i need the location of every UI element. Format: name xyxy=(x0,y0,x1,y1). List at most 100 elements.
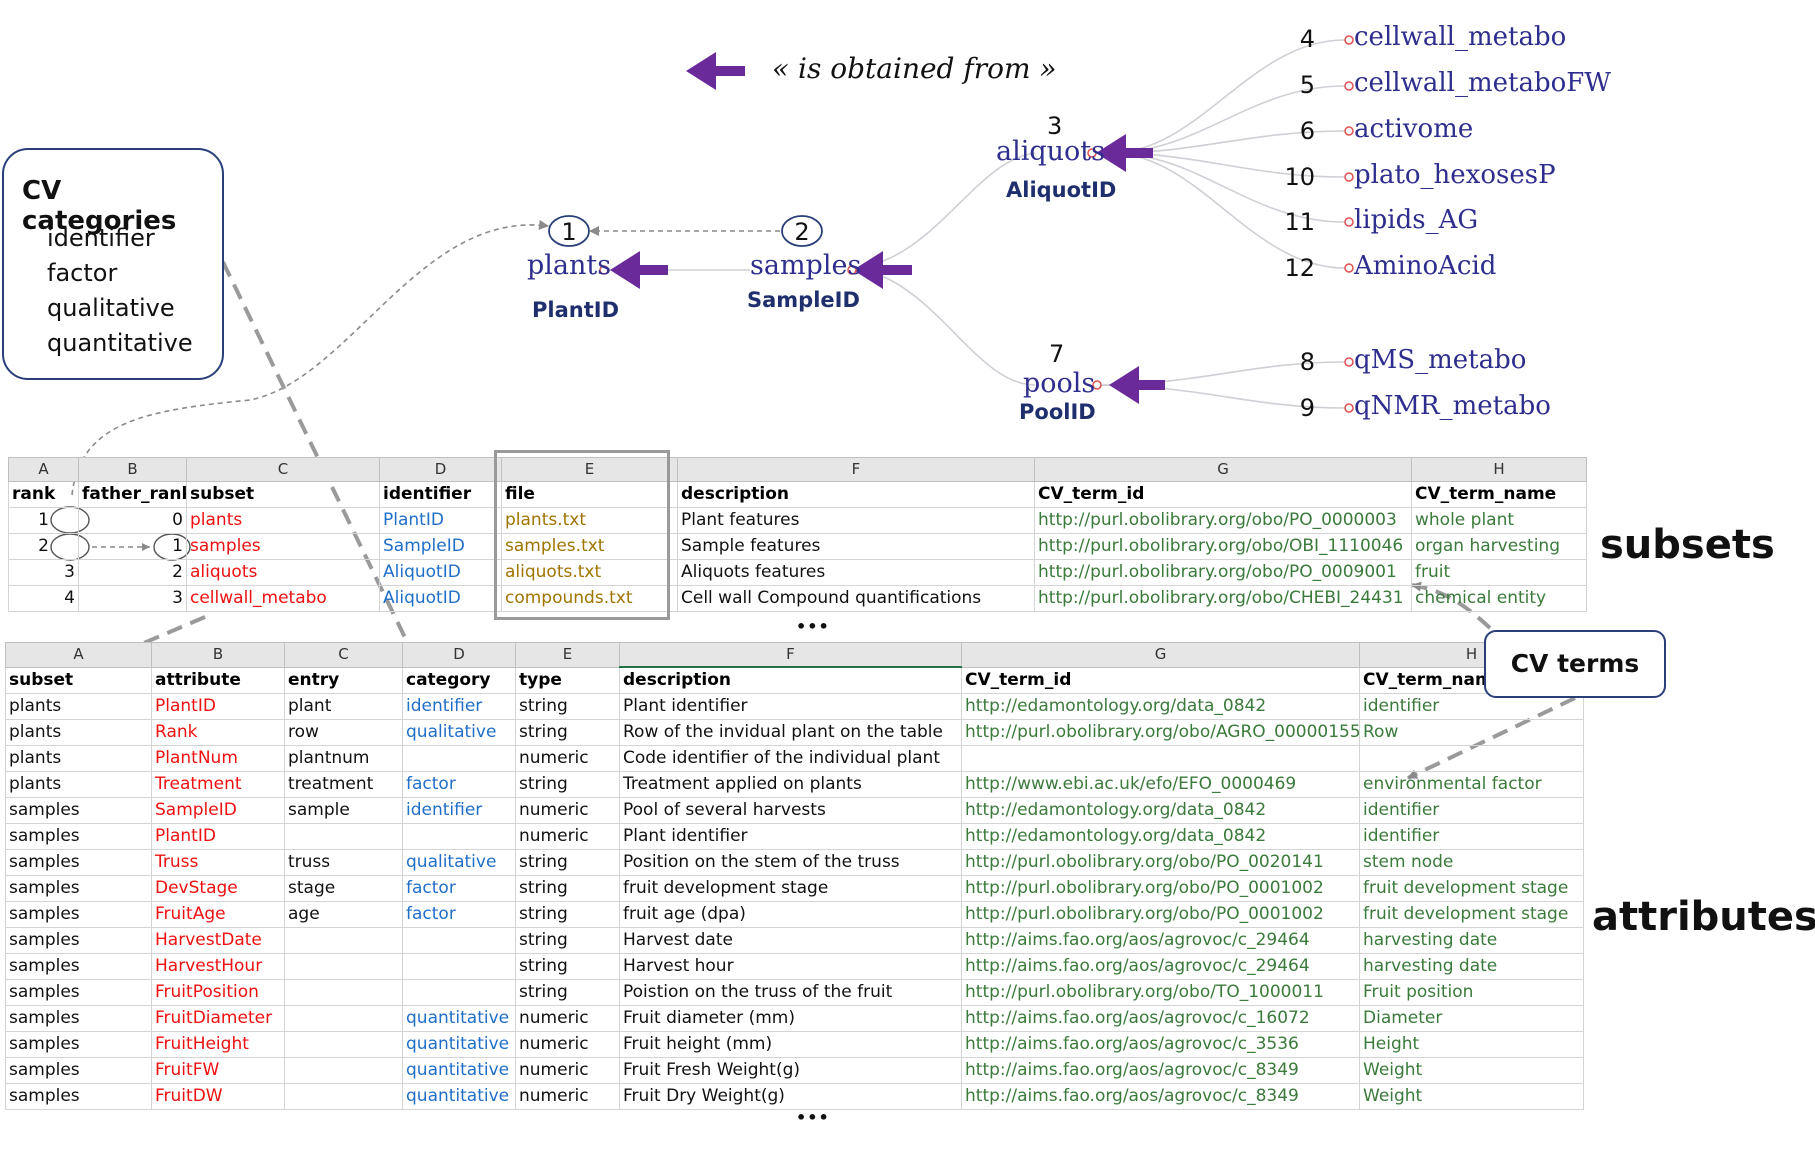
cell[interactable]: treatment xyxy=(284,771,403,798)
cell[interactable]: http://aims.fao.org/aos/agrovoc/c_3536 xyxy=(961,1031,1360,1058)
cell[interactable]: stage xyxy=(284,875,403,902)
cell[interactable]: FruitDiameter xyxy=(151,1005,285,1032)
cell[interactable] xyxy=(284,1031,403,1058)
col-letter[interactable]: H xyxy=(1411,457,1587,482)
cell[interactable]: Sample features xyxy=(677,533,1035,560)
cell[interactable]: AliquotID xyxy=(379,585,502,612)
cell[interactable]: numeric xyxy=(515,1083,620,1110)
cell[interactable]: samples xyxy=(5,901,152,928)
cell[interactable]: Harvest hour xyxy=(619,953,962,980)
cell[interactable]: samples xyxy=(5,1005,152,1032)
cell[interactable] xyxy=(284,953,403,980)
col-letter[interactable]: A xyxy=(5,642,152,668)
header-cell[interactable]: category xyxy=(402,666,516,694)
cell[interactable]: Diameter xyxy=(1359,1005,1584,1032)
cell[interactable]: compounds.txt xyxy=(501,585,678,612)
cell[interactable]: Fruit Fresh Weight(g) xyxy=(619,1057,962,1084)
cell[interactable]: samples xyxy=(5,1031,152,1058)
cell[interactable]: Rank xyxy=(151,719,285,746)
header-cell[interactable]: entry xyxy=(284,666,403,694)
cell[interactable]: sample xyxy=(284,797,403,824)
cell[interactable]: PlantID xyxy=(151,823,285,850)
cell[interactable]: Plant identifier xyxy=(619,823,962,850)
cell[interactable]: Height xyxy=(1359,1031,1584,1058)
cell[interactable]: truss xyxy=(284,849,403,876)
cell[interactable]: whole plant xyxy=(1411,507,1587,534)
cell[interactable]: qualitative xyxy=(402,719,516,746)
cell[interactable]: Treatment xyxy=(151,771,285,798)
cell[interactable]: plants xyxy=(5,771,152,798)
cell[interactable] xyxy=(961,745,1360,772)
cell[interactable] xyxy=(402,927,516,954)
cell[interactable]: SampleID xyxy=(151,797,285,824)
cell[interactable]: http://aims.fao.org/aos/agrovoc/c_8349 xyxy=(961,1083,1360,1110)
cell[interactable]: string xyxy=(515,693,620,720)
cell[interactable]: string xyxy=(515,901,620,928)
header-cell[interactable]: identifier xyxy=(379,481,502,508)
header-cell[interactable]: CV_term_name xyxy=(1411,481,1587,508)
cell[interactable]: string xyxy=(515,927,620,954)
cell[interactable]: identifier xyxy=(1359,797,1584,824)
cell[interactable]: http://aims.fao.org/aos/agrovoc/c_29464 xyxy=(961,953,1360,980)
cell[interactable] xyxy=(1359,745,1584,772)
header-cell[interactable]: description xyxy=(677,481,1035,508)
cell[interactable]: fruit development stage xyxy=(1359,875,1584,902)
cell[interactable]: samples xyxy=(5,953,152,980)
cell[interactable]: string xyxy=(515,953,620,980)
header-cell[interactable]: attribute xyxy=(151,666,285,694)
cell[interactable]: organ harvesting xyxy=(1411,533,1587,560)
cell[interactable]: Fruit height (mm) xyxy=(619,1031,962,1058)
cell[interactable]: Plant features xyxy=(677,507,1035,534)
cell[interactable]: chemical entity xyxy=(1411,585,1587,612)
cell[interactable]: fruit development stage xyxy=(619,875,962,902)
cell[interactable]: Pool of several harvests xyxy=(619,797,962,824)
cell[interactable] xyxy=(284,1057,403,1084)
cell[interactable]: samples xyxy=(5,927,152,954)
cell[interactable] xyxy=(284,823,403,850)
cell[interactable]: Truss xyxy=(151,849,285,876)
col-letter[interactable]: E xyxy=(515,642,620,668)
cell[interactable]: stem node xyxy=(1359,849,1584,876)
cell[interactable]: Weight xyxy=(1359,1057,1584,1084)
cell[interactable]: numeric xyxy=(515,1057,620,1084)
col-letter[interactable]: B xyxy=(78,457,187,482)
cell[interactable]: samples xyxy=(5,1057,152,1084)
cell[interactable]: plants xyxy=(5,745,152,772)
header-cell[interactable]: rank xyxy=(8,481,79,508)
cell[interactable]: quantitative xyxy=(402,1057,516,1084)
cell[interactable]: PlantNum xyxy=(151,745,285,772)
header-cell[interactable]: type xyxy=(515,666,620,694)
cell[interactable] xyxy=(402,823,516,850)
cell[interactable] xyxy=(284,979,403,1006)
col-letter[interactable]: C xyxy=(186,457,380,482)
cell[interactable]: fruit development stage xyxy=(1359,901,1584,928)
cell[interactable]: string xyxy=(515,875,620,902)
cell[interactable]: 2 xyxy=(78,559,187,586)
cell[interactable]: AliquotID xyxy=(379,559,502,586)
cell[interactable] xyxy=(402,745,516,772)
col-letter[interactable]: B xyxy=(151,642,285,668)
cell[interactable]: http://purl.obolibrary.org/obo/TO_100001… xyxy=(961,979,1360,1006)
cell[interactable]: http://aims.fao.org/aos/agrovoc/c_29464 xyxy=(961,927,1360,954)
cell[interactable]: PlantID xyxy=(379,507,502,534)
cell[interactable]: fruit age (dpa) xyxy=(619,901,962,928)
cell[interactable]: 0 xyxy=(78,507,187,534)
cell[interactable]: numeric xyxy=(515,823,620,850)
header-cell[interactable]: description xyxy=(619,666,962,694)
cell[interactable]: identifier xyxy=(1359,823,1584,850)
cell[interactable]: http://purl.obolibrary.org/obo/PO_000100… xyxy=(961,901,1360,928)
cell[interactable]: samples xyxy=(5,849,152,876)
cell[interactable]: http://aims.fao.org/aos/agrovoc/c_16072 xyxy=(961,1005,1360,1032)
cell[interactable]: plant xyxy=(284,693,403,720)
cell[interactable]: Code identifier of the individual plant xyxy=(619,745,962,772)
cell[interactable]: numeric xyxy=(515,797,620,824)
cell[interactable]: http://edamontology.org/data_0842 xyxy=(961,797,1360,824)
cell[interactable]: Row xyxy=(1359,719,1584,746)
cell[interactable]: environmental factor xyxy=(1359,771,1584,798)
col-letter[interactable]: F xyxy=(677,457,1035,482)
cell[interactable]: identifier xyxy=(402,693,516,720)
cell[interactable] xyxy=(284,927,403,954)
cell[interactable]: quantitative xyxy=(402,1031,516,1058)
cell[interactable]: factor xyxy=(402,771,516,798)
header-cell[interactable]: CV_term_id xyxy=(961,666,1360,694)
